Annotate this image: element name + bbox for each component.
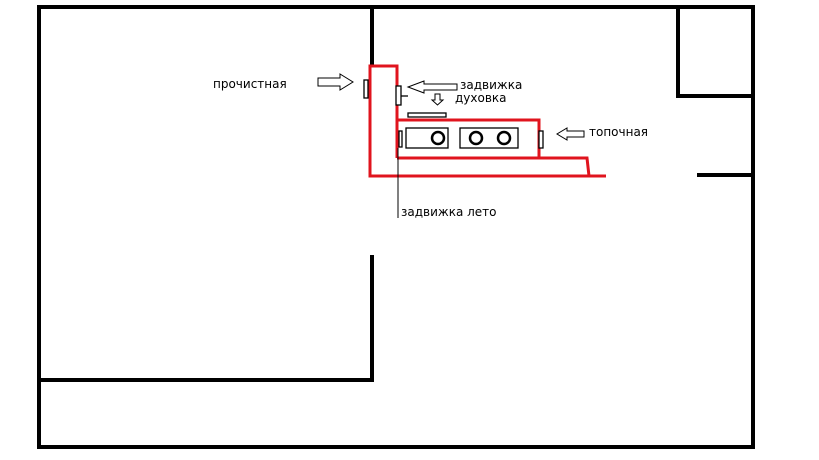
summer-damper (398, 130, 403, 148)
arrow-down-icon (430, 93, 445, 106)
stove-outline (368, 64, 606, 178)
cleanout-door (363, 79, 369, 99)
hob-plate-1 (405, 127, 449, 149)
oven-door (407, 112, 447, 118)
stove-chimney-outline (368, 64, 606, 178)
burner-ring (496, 130, 512, 146)
burner-ring (468, 130, 484, 146)
damper (395, 85, 402, 106)
arrow-left-icon (406, 80, 458, 94)
label-cleanout: прочистная (213, 77, 287, 91)
label-oven: духовка (455, 91, 507, 105)
label-summer-damper: задвижка лето (401, 205, 497, 219)
burner-ring (430, 130, 446, 146)
walls (37, 5, 755, 449)
arrow-left-icon (556, 127, 585, 141)
firebox-door (538, 130, 544, 149)
arrow-right-icon (317, 73, 354, 91)
label-firebox: топочная (589, 125, 649, 139)
outer-wall (37, 5, 755, 449)
label-damper: задвижка (460, 78, 523, 92)
